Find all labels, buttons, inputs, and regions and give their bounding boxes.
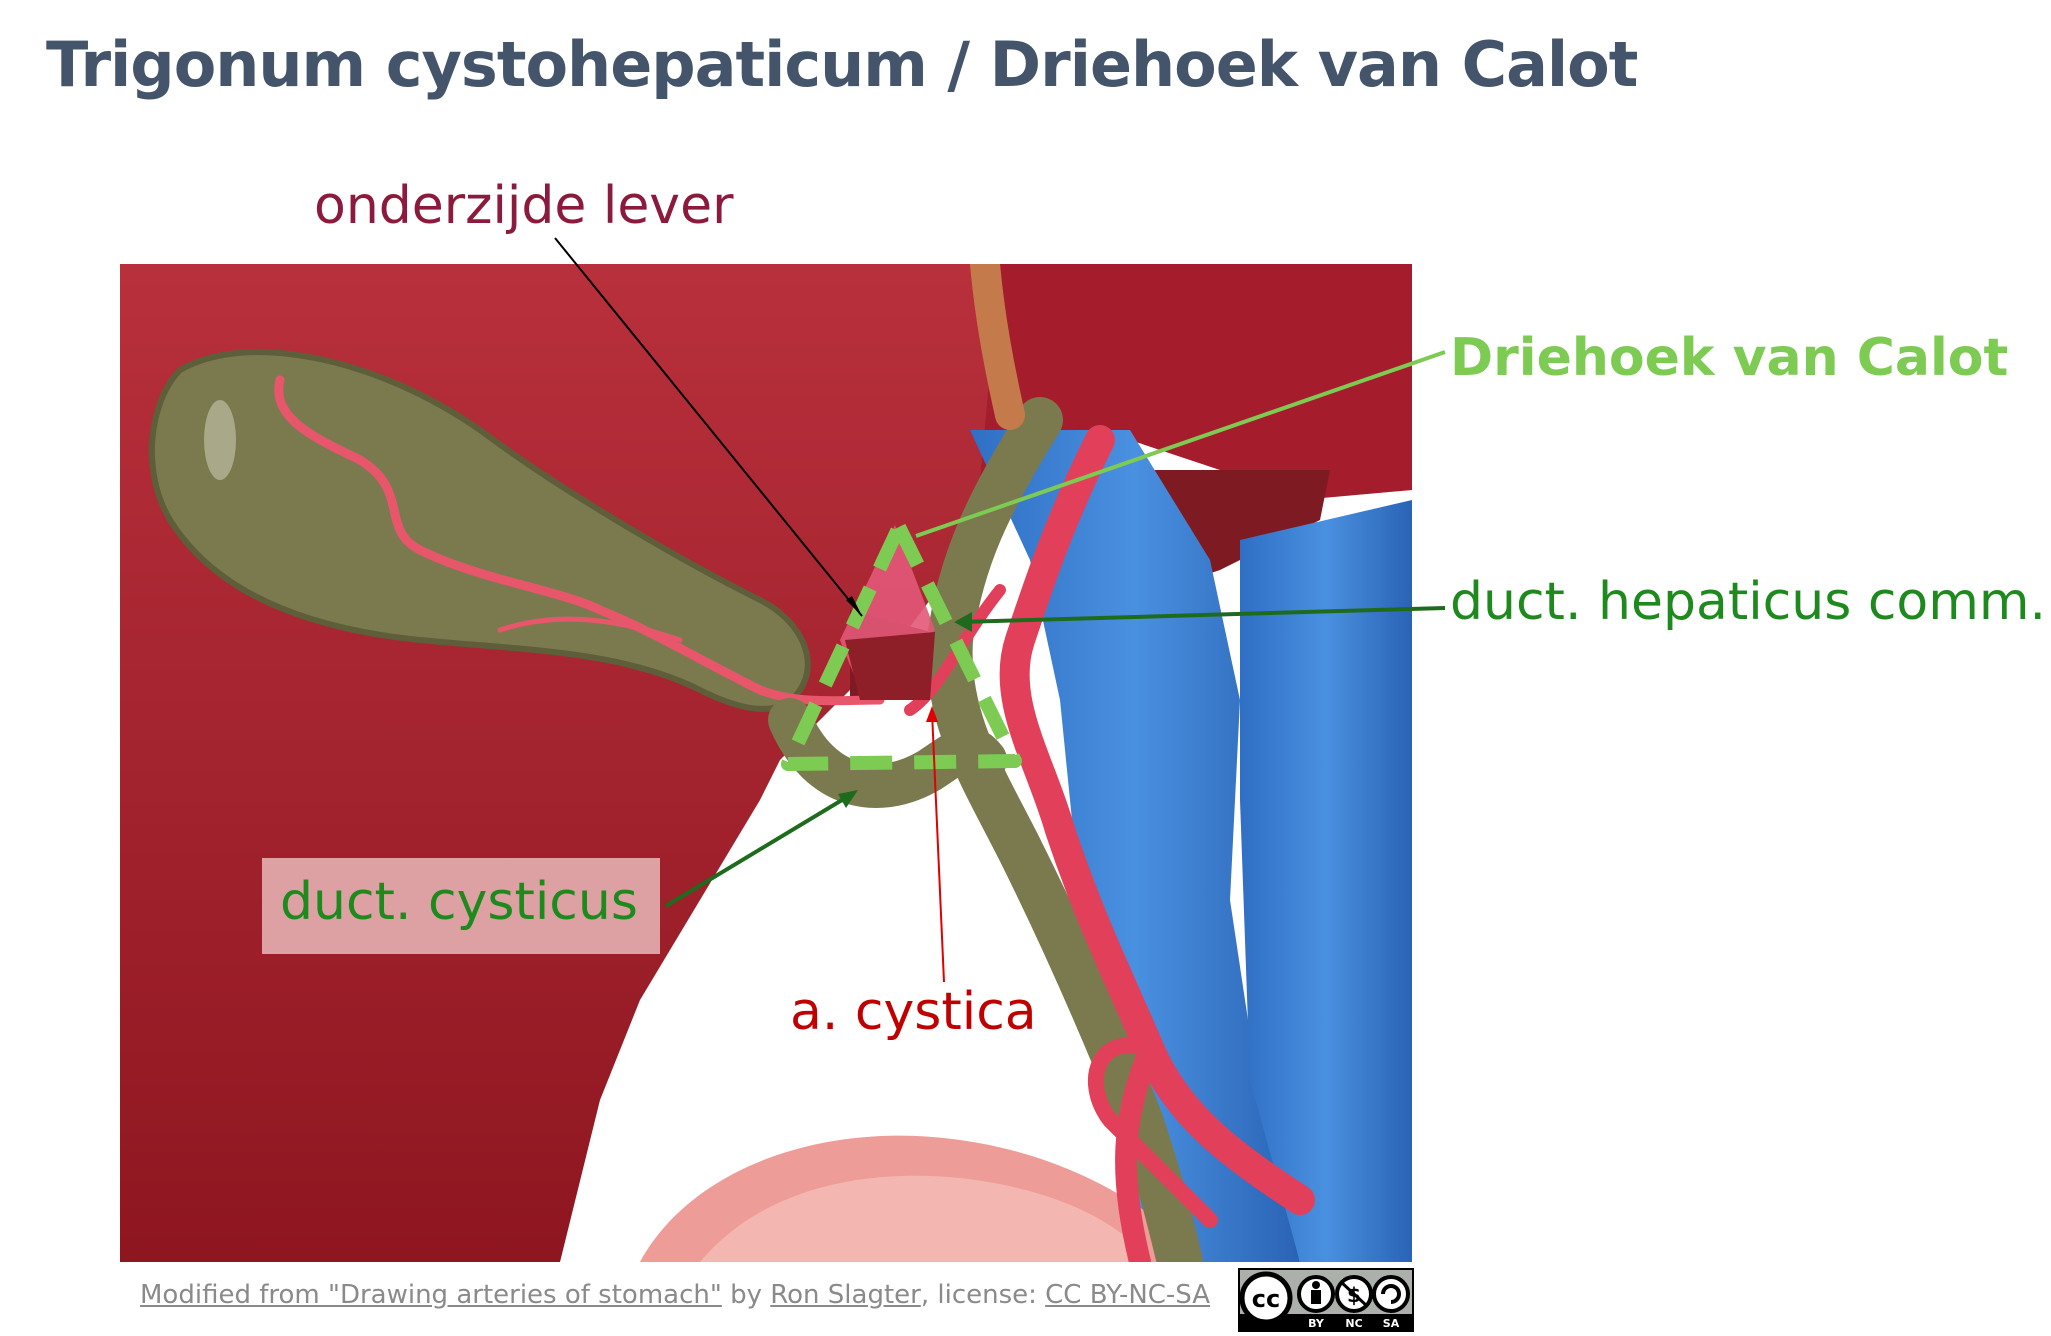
right-gastric-artery xyxy=(1087,1037,1218,1228)
by-icon-head xyxy=(1312,1281,1320,1289)
label-common-hepatic-duct: duct. hepaticus comm. xyxy=(1450,572,2047,632)
calot-triangle-outline xyxy=(781,520,1022,771)
label-calot-triangle: Driehoek van Calot xyxy=(1450,328,2009,388)
pointer-hepatic-duct-head xyxy=(954,612,972,632)
label-cystic-duct: duct. cysticus xyxy=(280,872,638,932)
page-title: Trigonum cystohepaticum / Driehoek van C… xyxy=(46,28,1638,101)
pointer-liver-underside xyxy=(554,237,863,617)
pointer-cystic-artery xyxy=(931,711,945,983)
credit-source-link[interactable]: Modified from "Drawing arteries of stoma… xyxy=(140,1280,722,1310)
label-cystic-artery: a. cystica xyxy=(790,982,1037,1042)
cc-term-nc: NC xyxy=(1345,1317,1362,1330)
pointer-hepatic-duct xyxy=(959,606,1446,624)
label-cystic-duct-background xyxy=(262,858,660,954)
calot-triangle-shade xyxy=(845,632,935,700)
cc-license-badge[interactable]: cc $ BY NC SA xyxy=(1238,1268,1414,1332)
credit-by: by xyxy=(721,1280,771,1310)
label-liver-underside: onderzijde lever xyxy=(314,176,734,236)
sa-icon-arrow xyxy=(1381,1284,1401,1304)
hepatic-artery xyxy=(999,425,1315,1215)
gallbladder-artery xyxy=(274,375,885,706)
cc-icon-text: cc xyxy=(1252,1285,1280,1313)
pointer-cystic-artery-head xyxy=(926,706,938,722)
duodenum-shade xyxy=(700,1175,1150,1262)
pointer-liver-underside-head xyxy=(846,596,862,616)
hepatic-duct-branch xyxy=(970,264,1025,430)
cc-term-by: BY xyxy=(1308,1317,1325,1330)
pointer-cystic-duct xyxy=(664,792,854,908)
nc-icon-strike xyxy=(1339,1280,1369,1308)
liver-right-lobe xyxy=(980,264,1412,500)
credit-license-prefix: , license: xyxy=(920,1280,1046,1310)
image-credit: Modified from "Drawing arteries of stoma… xyxy=(140,1280,1210,1310)
cc-term-sa: SA xyxy=(1383,1317,1400,1330)
pointer-calot xyxy=(915,350,1446,538)
pointer-cystic-duct-head xyxy=(838,790,858,808)
cc-icon xyxy=(1239,1271,1293,1325)
credit-license-link[interactable]: CC BY-NC-SA xyxy=(1045,1280,1211,1310)
cystic-artery-shape xyxy=(904,584,1006,716)
sa-icon xyxy=(1372,1275,1410,1313)
credit-author-link[interactable]: Ron Slagter xyxy=(770,1280,921,1310)
vena-cava xyxy=(1240,500,1412,1262)
portal-vein xyxy=(970,430,1300,1262)
gallbladder-artery-branch xyxy=(497,616,683,643)
gastroduodenal-artery xyxy=(1115,1039,1161,1262)
gallbladder-highlight xyxy=(204,400,236,480)
by-icon-body xyxy=(1311,1290,1321,1304)
